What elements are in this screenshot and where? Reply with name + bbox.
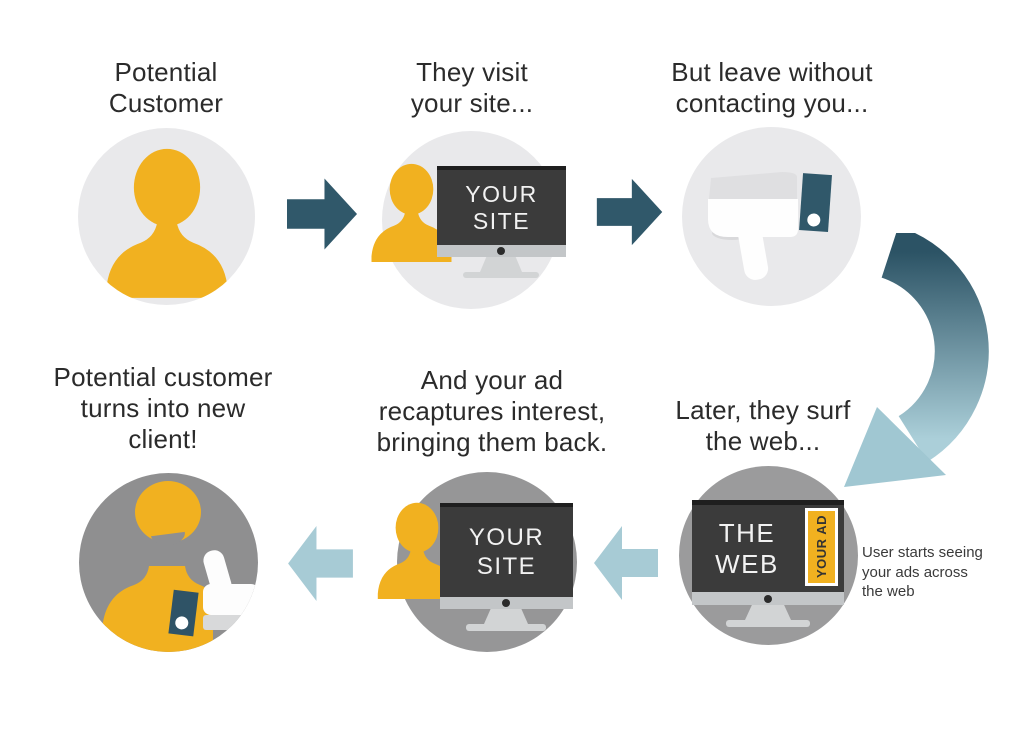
ad-banner: YOUR AD: [805, 508, 838, 586]
monitor-base: [466, 624, 546, 631]
monitor-icon: YOUR SITE: [440, 503, 573, 631]
person-icon: [377, 502, 457, 599]
person-icon: [371, 163, 452, 262]
monitor-stand: [484, 609, 528, 624]
step1-circle: [78, 128, 255, 305]
arrow-right-icon: [596, 178, 663, 246]
person-icon: [106, 148, 228, 298]
sleeve-cuff: [799, 173, 832, 232]
step2-label: They visit your site...: [410, 57, 534, 118]
step4-caption: User starts seeing your ads across the w…: [862, 544, 983, 600]
monitor-screen-text: YOUR SITE: [440, 503, 573, 597]
arrow-right-icon: [287, 178, 358, 250]
monitor-screen-text: YOUR SITE: [437, 166, 566, 245]
step5-label: And your ad recaptures interest, bringin…: [376, 365, 608, 457]
sleeve-cuff: [168, 589, 199, 637]
monitor-base: [463, 272, 539, 278]
step6-circle: [79, 473, 258, 652]
step4-label: Later, they surf the web...: [675, 395, 851, 456]
step3-circle: [682, 127, 861, 306]
computer-with-ad-icon: THE WEB YOUR AD: [692, 500, 844, 628]
arrow-left-icon: [594, 526, 658, 600]
curved-arrow-down-icon: [844, 233, 989, 487]
monitor-stand: [745, 605, 791, 620]
step1-label: Potential Customer: [108, 57, 224, 118]
step3-label: But leave without contacting you...: [671, 57, 873, 118]
monitor-button-dot: [502, 599, 510, 607]
monitor-button-dot: [497, 247, 505, 255]
monitor-icon: YOUR SITE: [437, 166, 566, 278]
arrow-left-icon: [288, 526, 353, 601]
step6-label: Potential customer turns into new client…: [53, 362, 273, 454]
monitor-button-dot: [764, 595, 772, 603]
thumbs-down-icon: [708, 172, 832, 280]
monitor-base: [726, 620, 810, 627]
monitor-stand: [480, 257, 522, 272]
person-thumbs-up-icon: [102, 481, 258, 652]
